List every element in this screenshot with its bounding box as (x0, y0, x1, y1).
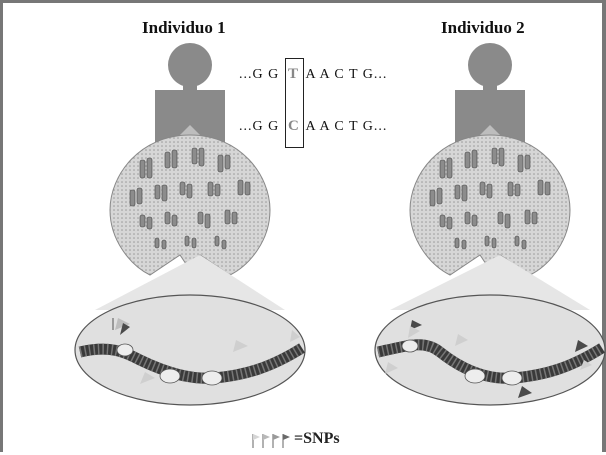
chromosome-circle-1 (110, 135, 270, 275)
chromosome-circle-2 (410, 135, 570, 275)
dna-ellipse-1 (75, 295, 305, 405)
dna-ellipse-2 (375, 295, 605, 405)
snp-flag-icon (250, 430, 294, 450)
legend-label: =SNPs (294, 430, 340, 448)
snp-legend: =SNPs (250, 430, 294, 450)
